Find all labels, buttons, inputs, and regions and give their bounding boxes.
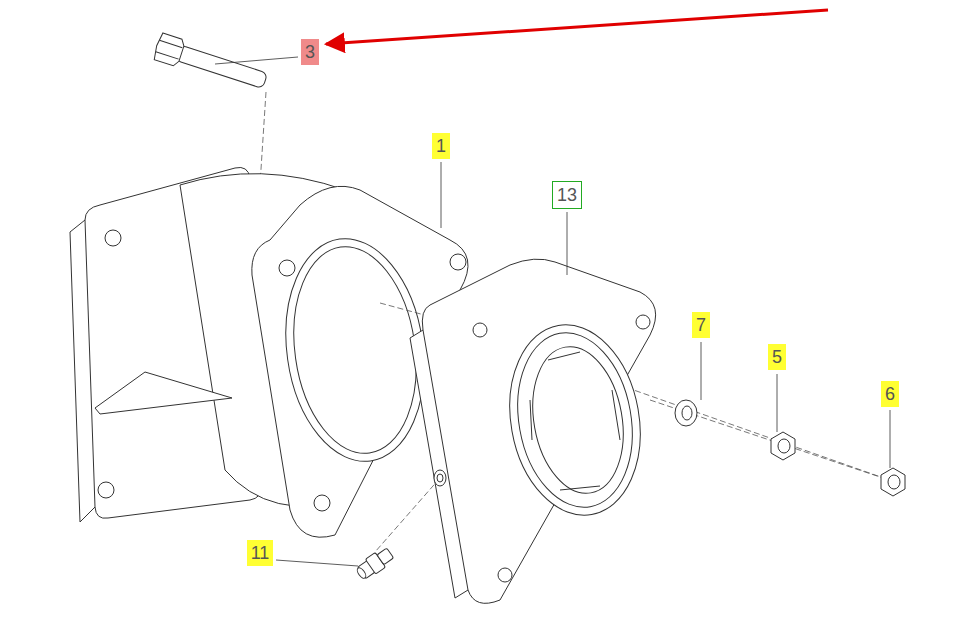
housing-part [70, 167, 468, 537]
callout-number: 6 [881, 381, 899, 407]
callout-number: 7 [692, 312, 710, 338]
leader-lines [215, 57, 890, 566]
pointer-arrow [326, 10, 828, 44]
callout-number: 13 [552, 181, 582, 209]
bearing-flange [410, 259, 656, 603]
callout-number: 1 [432, 133, 450, 159]
callout-number: 5 [768, 344, 786, 370]
callout-number: 3 [301, 39, 319, 65]
callout-number: 11 [247, 540, 274, 566]
fasteners [152, 32, 905, 582]
